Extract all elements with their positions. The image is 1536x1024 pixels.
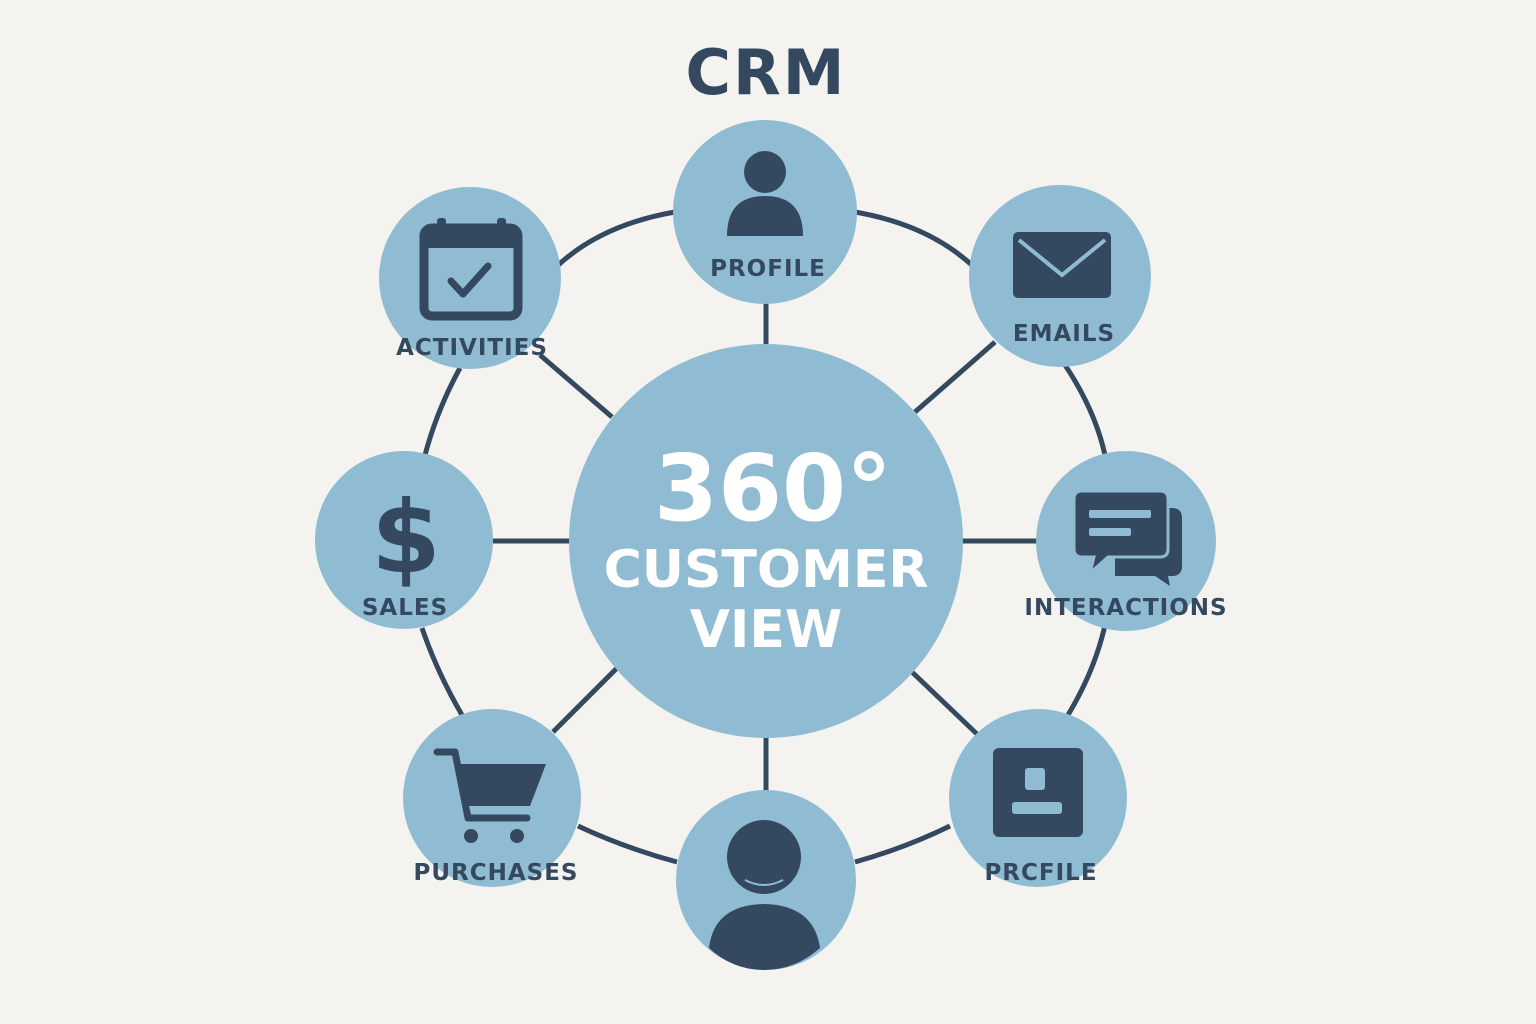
- node-label-interactions: INTERACTIONS: [1024, 595, 1227, 621]
- center-customer: CUSTOMER: [604, 540, 929, 600]
- node-emails[interactable]: EMAILS: [969, 185, 1151, 367]
- spoke: [913, 340, 997, 414]
- spoke: [910, 670, 980, 737]
- node-label-purchases: PURCHASES: [413, 860, 578, 886]
- ring-arc: [854, 823, 952, 865]
- node-interactions[interactable]: INTERACTIONS: [1024, 451, 1227, 631]
- chat-bubbles-icon: [1072, 489, 1182, 586]
- ring-arc: [419, 627, 465, 717]
- node-label-profile-top: PROFILE: [710, 256, 826, 282]
- envelope-icon: [1013, 232, 1111, 298]
- diagram-title: CRM: [686, 36, 847, 109]
- spoke: [538, 353, 614, 419]
- node-purchases[interactable]: PURCHASES: [403, 709, 581, 887]
- shopping-cart-icon: [433, 748, 546, 843]
- center-node[interactable]: 360° CUSTOMER VIEW: [569, 344, 963, 738]
- node-label-sales: SALES: [362, 595, 448, 621]
- center-view: VIEW: [690, 600, 842, 660]
- ring-arc: [576, 823, 678, 865]
- calendar-check-icon: [419, 218, 523, 321]
- center-circle: [569, 344, 963, 738]
- node-label-emails: EMAILS: [1013, 321, 1115, 347]
- ring-arc: [1065, 624, 1108, 717]
- center-degree: 360°: [654, 435, 892, 542]
- node-profile-bottom-right[interactable]: PRCFILE: [949, 709, 1127, 887]
- node-sales[interactable]: $ SALES: [315, 451, 493, 629]
- ring-arc: [422, 366, 463, 456]
- node-profile-top[interactable]: PROFILE: [673, 120, 857, 304]
- ring-arc: [1062, 363, 1108, 456]
- dollar-icon: $: [371, 479, 441, 596]
- person-icon: [727, 151, 803, 236]
- ring-arc: [553, 209, 676, 270]
- node-activities[interactable]: ACTIVITIES: [379, 187, 561, 369]
- id-card-icon: [993, 748, 1083, 837]
- customer-avatar-icon: [709, 820, 820, 970]
- node-label-profile-bottom-right: PRCFILE: [984, 860, 1097, 886]
- ring-arc: [854, 209, 977, 270]
- spoke: [551, 665, 620, 734]
- node-circle: [315, 451, 493, 629]
- spokes: [493, 300, 1040, 792]
- node-label-activities: ACTIVITIES: [396, 335, 548, 361]
- outer-ring: [419, 209, 1108, 865]
- node-customer-bottom[interactable]: [676, 790, 856, 970]
